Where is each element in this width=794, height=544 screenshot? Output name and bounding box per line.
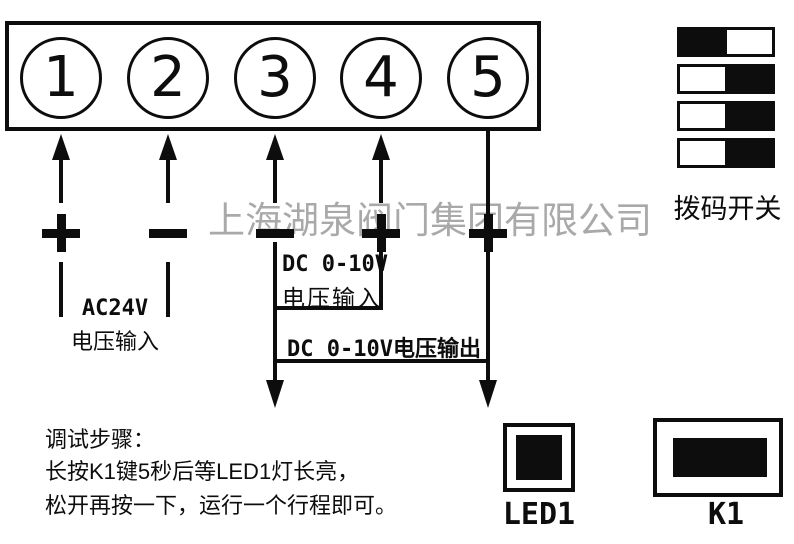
terminal-2-up-arrow-icon [159, 134, 177, 160]
terminal-4-polarity-icon [362, 214, 400, 252]
terminal-5: 5 [447, 37, 529, 119]
ac-voltage-label: AC24V [81, 296, 149, 321]
terminal-5-wire-top [486, 129, 490, 217]
terminal-2-arrow-shaft [166, 158, 170, 203]
k1-label: K1 [707, 497, 745, 532]
instructions-title: 调试步骤： [45, 427, 156, 452]
terminal-3: 3 [234, 37, 316, 119]
terminal-3-number: 3 [257, 45, 293, 110]
instructions-line-1: 长按K1键5秒后等LED1灯长亮， [45, 459, 360, 484]
output-left-down-arrow-icon [266, 380, 284, 408]
terminal-5-number: 5 [470, 45, 506, 110]
terminal-1-arrow-shaft [59, 158, 63, 203]
led1-indicator [503, 423, 575, 492]
terminal-1-number: 1 [43, 45, 79, 110]
instructions-line-2: 松开再按一下，运行一个行程即可。 [45, 493, 398, 518]
led1-lamp-icon [516, 435, 562, 480]
dip-switch-3 [677, 101, 775, 131]
terminal-5-wire-bottom [486, 249, 490, 382]
output-right-down-arrow-icon [479, 380, 497, 408]
terminal-1-wire-bottom [59, 262, 63, 317]
dip-switch-3-slider [680, 104, 725, 128]
terminal-4-up-arrow-icon [372, 134, 390, 160]
terminal-3-wire-bottom [273, 242, 277, 382]
dc-voltage-output-label: DC 0-10V电压输出 [287, 337, 481, 362]
dc-voltage-label: DC 0-10V [282, 252, 388, 277]
terminal-2-wire-bottom [166, 262, 170, 317]
led1-label: LED1 [502, 497, 576, 532]
k1-button-icon [673, 438, 767, 477]
terminal-2-number: 2 [150, 45, 186, 110]
terminal-1: 1 [20, 37, 102, 119]
dip-switch-4 [677, 138, 775, 168]
dip-switch-label: 拨码开关 [673, 194, 782, 224]
terminal-3-arrow-shaft [273, 158, 277, 203]
terminal-3-up-arrow-icon [266, 134, 284, 160]
terminal-2: 2 [127, 37, 209, 119]
terminal-5-polarity-icon [469, 214, 507, 252]
terminal-1-up-arrow-icon [52, 134, 70, 160]
terminal-3-polarity-icon [256, 214, 294, 252]
dc-voltage-input-label: 电压输入 [282, 285, 382, 311]
dip-switch-4-slider [680, 141, 725, 165]
terminal-2-polarity-icon [149, 214, 187, 252]
dc-output-junction-line [273, 359, 490, 363]
terminal-4-arrow-shaft [379, 158, 383, 203]
terminal-1-polarity-icon [42, 214, 80, 252]
ac-voltage-input-label: 电压输入 [70, 329, 159, 354]
dip-switch-2-slider [680, 67, 725, 91]
terminal-4-number: 4 [363, 45, 399, 110]
k1-key [653, 418, 783, 497]
terminal-4: 4 [340, 37, 422, 119]
dc-input-junction-line [273, 306, 383, 310]
dip-switch-1 [677, 27, 775, 57]
terminal-4-wire-bottom [379, 249, 383, 310]
dip-switch-2 [677, 64, 775, 94]
dip-switch-1-slider [727, 30, 772, 54]
